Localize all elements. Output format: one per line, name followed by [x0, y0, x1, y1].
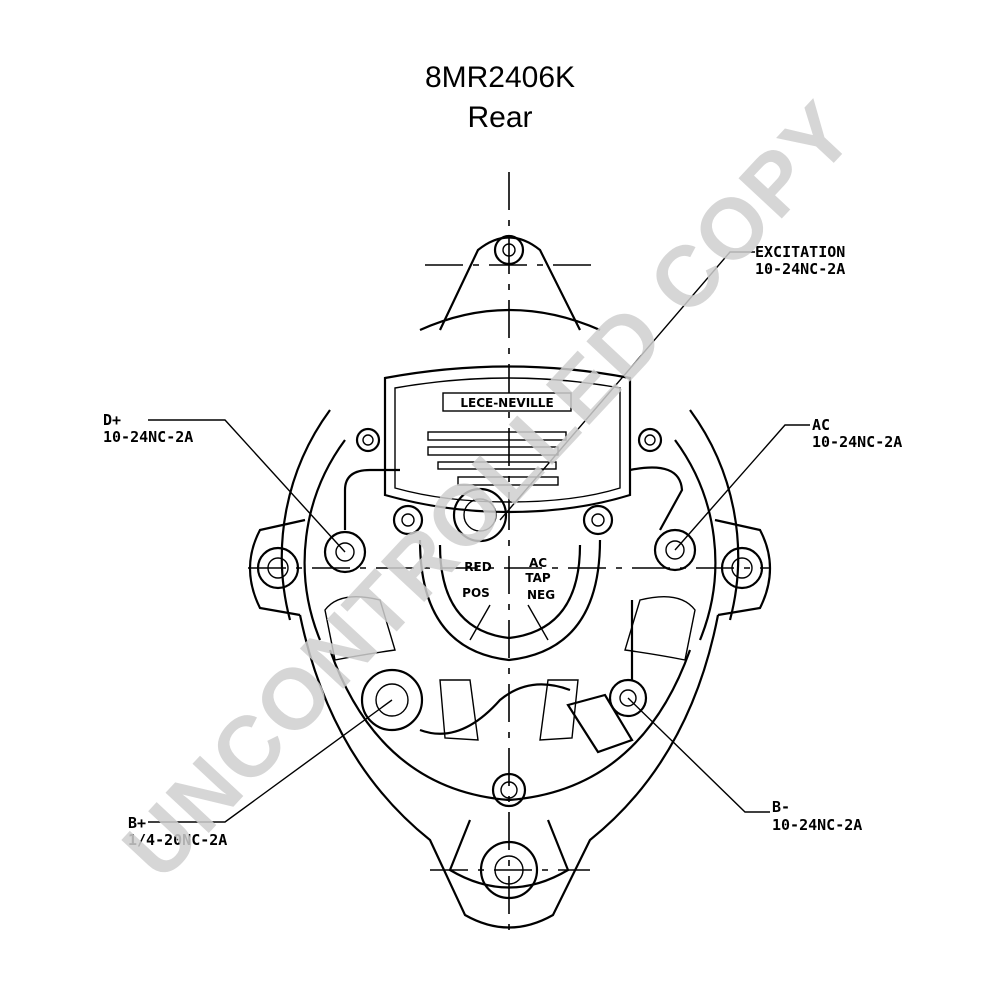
vent-slots: [324, 596, 696, 741]
svg-text:10-24NC-2A: 10-24NC-2A: [103, 428, 193, 446]
svg-text:D+: D+: [103, 411, 121, 429]
svg-text:TAP: TAP: [525, 571, 551, 585]
leader-lines: [148, 251, 810, 823]
svg-text:NEG: NEG: [527, 588, 555, 602]
svg-text:1/4-20NC-2A: 1/4-20NC-2A: [128, 831, 227, 849]
svg-text:B+: B+: [128, 814, 146, 832]
center-hub: [418, 487, 602, 662]
svg-text:EXCITATION: EXCITATION: [755, 243, 845, 261]
svg-text:10-24NC-2A: 10-24NC-2A: [772, 816, 862, 834]
mounting-bosses: [256, 234, 764, 900]
svg-text:AC: AC: [529, 556, 547, 570]
watermark: UNCONTROLLED COPY: [105, 83, 873, 897]
title-block: 8MR2406K Rear: [0, 58, 1000, 138]
model-number: 8MR2406K: [424, 61, 576, 94]
svg-text:POS: POS: [462, 586, 490, 600]
callout-excitation: EXCITATION 10-24NC-2A: [755, 243, 845, 278]
svg-text:10-24NC-2A: 10-24NC-2A: [812, 433, 902, 451]
ac-terminal: [629, 466, 697, 572]
b-plus-terminal: [360, 668, 571, 735]
d-plus-terminal: [323, 468, 400, 574]
view-label: Rear: [467, 101, 533, 134]
embossed-markings: RED POS AC TAP NEG: [462, 556, 555, 602]
callout-b-plus: B+ 1/4-20NC-2A: [128, 814, 227, 849]
svg-text:AC: AC: [812, 416, 830, 434]
svg-text:B-: B-: [772, 798, 790, 816]
svg-text:10-24NC-2A: 10-24NC-2A: [755, 260, 845, 278]
regulator-box: [383, 365, 632, 514]
housing-outline: [248, 236, 772, 929]
callout-ac: AC 10-24NC-2A: [812, 416, 902, 451]
svg-text:RED: RED: [464, 560, 491, 574]
b-minus-terminal: [566, 600, 648, 754]
callout-b-minus: B- 10-24NC-2A: [772, 798, 862, 834]
callout-d-plus: D+ 10-24NC-2A: [103, 411, 193, 446]
brand-logo: LECE-NEVILLE: [460, 396, 553, 410]
